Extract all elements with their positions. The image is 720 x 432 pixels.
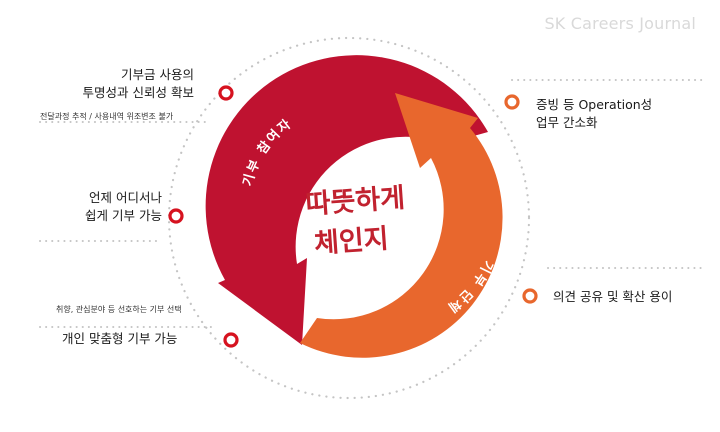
left-item-2-line1: 언제 어디서나 [89,190,162,205]
marker-ring [522,288,538,304]
organization-arc [300,93,503,358]
marker-ring [168,208,184,224]
left-item-3-sub: 취향, 관심분야 등 선호하는 기부 선택 [56,305,182,314]
right-item-2-line1: 의견 공유 및 확산 용이 [553,289,673,304]
left-item-1-sub: 전달과정 추적 / 사용내역 위조변조 불가 [40,112,174,121]
left-item-1-title: 기부금 사용의 투명성과 신뢰성 확보 [83,66,194,102]
left-item-3-line1: 개인 맞춤형 기부 가능 [62,331,178,346]
marker-ring [504,94,520,110]
left-item-1-line1: 기부금 사용의 [121,67,194,82]
center-title-line2: 체인지 [313,223,390,259]
right-item-2-title: 의견 공유 및 확산 용이 [553,288,672,306]
outer-dotted-circle [167,36,531,400]
center-title-line1: 따뜻하게 [305,183,406,221]
leader-lines [39,79,706,328]
watermark: SK Careers Journal [544,14,696,33]
marker-ring [218,85,234,101]
right-item-1-title: 증빙 등 Operation성 업무 간소화 [536,96,652,132]
markers [168,85,538,348]
right-item-1-line2: 업무 간소화 [536,115,598,130]
left-item-2-line2: 쉽게 기부 가능 [85,208,162,223]
left-item-1-line2: 투명성과 신뢰성 확보 [82,85,194,100]
left-item-3-title: 개인 맞춤형 기부 가능 [62,330,177,348]
marker-ring [223,332,239,348]
left-item-2-title: 언제 어디서나 쉽게 기부 가능 [85,189,162,225]
right-item-1-line1: 증빙 등 Operation성 [536,97,653,112]
